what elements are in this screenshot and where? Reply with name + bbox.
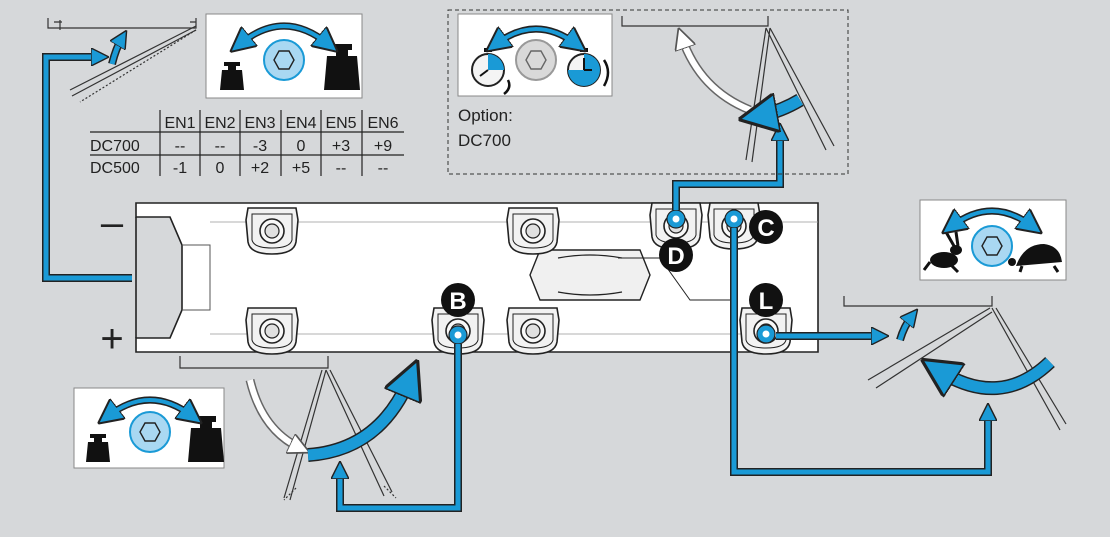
table-header-cell: EN6 <box>367 115 398 132</box>
hex-adjust-icon <box>971 225 1013 267</box>
badge-c-label: C <box>757 215 774 242</box>
badge-l: L <box>749 283 783 317</box>
table-cell: -3 <box>253 138 267 155</box>
option-label: Option: <box>458 106 513 125</box>
table-cell: 0 <box>297 138 306 155</box>
door-arm-icon <box>621 16 835 163</box>
table-cell: -- <box>215 138 226 155</box>
badge-b: B <box>441 283 475 317</box>
table-cell: +5 <box>292 160 310 177</box>
door-arm-icon <box>47 18 197 103</box>
plus-sign: + <box>100 317 123 361</box>
table-header-cell: EN4 <box>285 115 316 132</box>
minus-sign: – <box>101 201 124 245</box>
double-arrow-icon <box>106 398 194 418</box>
badge-l-label: L <box>759 288 774 315</box>
valve-b[interactable] <box>431 307 485 355</box>
table-header-cell: EN3 <box>244 115 275 132</box>
closer-body <box>135 202 819 355</box>
table-header-cell: EN5 <box>325 115 356 132</box>
closing-force-panel <box>205 13 363 99</box>
double-arrow-icon <box>238 24 330 46</box>
table-header-cell: EN1 <box>164 115 195 132</box>
stopwatch-icon <box>567 48 610 87</box>
option-model: DC700 <box>458 131 511 150</box>
hex-adjust-icon <box>263 39 305 81</box>
turtle-icon <box>1008 244 1062 273</box>
double-arrow-icon <box>494 27 578 46</box>
table-cell: +9 <box>374 138 392 155</box>
badge-c: C <box>749 210 783 244</box>
table-cell: -- <box>175 138 186 155</box>
table-cell: -- <box>336 160 347 177</box>
door-arm-icon <box>179 356 397 501</box>
double-arrow-icon <box>950 209 1034 228</box>
table-cell: +2 <box>251 160 269 177</box>
table-cell: -- <box>378 160 389 177</box>
valve-d[interactable] <box>649 202 703 250</box>
table-cell: -1 <box>173 160 187 177</box>
table-header-cell: EN2 <box>204 115 235 132</box>
badge-d-label: D <box>667 243 684 270</box>
delayed-action-panel <box>457 13 613 97</box>
hex-adjust-icon <box>129 411 171 453</box>
option-box-frame <box>447 9 849 175</box>
closing-force-panel <box>73 387 225 469</box>
connector-lines <box>42 57 988 512</box>
badge-d: D <box>659 238 693 272</box>
table-cell: 0 <box>216 160 225 177</box>
valve-l[interactable] <box>739 307 793 355</box>
closing-speed-panel <box>919 199 1067 281</box>
hex-adjust-icon <box>515 39 557 81</box>
door-arm-icon <box>843 296 1067 431</box>
table-cell: +3 <box>332 138 350 155</box>
table-cell: DC500 <box>90 160 140 177</box>
table-cell: DC700 <box>90 138 140 155</box>
stopwatch-icon <box>471 48 511 95</box>
badge-b-label: B <box>449 288 466 315</box>
